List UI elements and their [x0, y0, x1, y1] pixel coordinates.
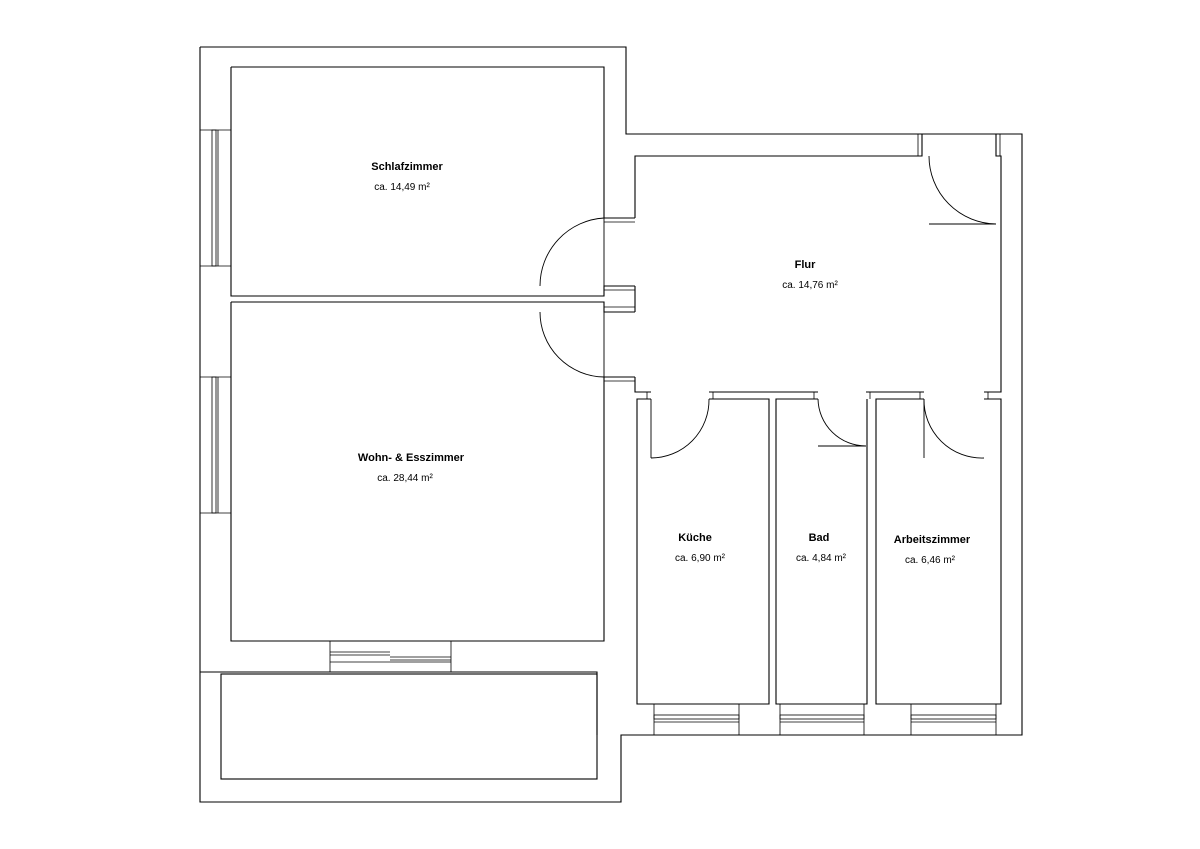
- label-wohnzimmer-name: Wohn- & Esszimmer: [358, 452, 465, 464]
- window-wohnzimmer: [200, 376, 231, 514]
- room-bad: [775, 398, 868, 705]
- label-arbeitszimmer-name: Arbeitszimmer: [894, 534, 971, 546]
- label-arbeitszimmer-area: ca. 6,46 m²: [905, 555, 956, 566]
- room-kueche: [636, 398, 770, 705]
- door-schlafzimmer: [539, 217, 605, 287]
- outer-walls: [199, 46, 1023, 803]
- label-schlafzimmer-name: Schlafzimmer: [371, 161, 443, 173]
- door-wohnzimmer: [539, 311, 605, 378]
- door-bad: [817, 398, 867, 447]
- door-arbeitszimmer: [923, 398, 985, 459]
- window-arbeitszimmer: [910, 704, 997, 735]
- balcony-door: [329, 641, 452, 672]
- label-bad-area: ca. 4,84 m²: [796, 553, 847, 564]
- room-wohnzimmer: [230, 301, 635, 642]
- room-schlafzimmer: [230, 66, 635, 297]
- balcony: [200, 671, 598, 780]
- room-flur: [634, 134, 1002, 393]
- label-kueche-area: ca. 6,90 m²: [675, 553, 726, 564]
- label-flur-area: ca. 14,76 m²: [782, 280, 838, 291]
- label-flur-name: Flur: [795, 259, 816, 271]
- window-kueche: [653, 704, 740, 735]
- door-entrance: [928, 155, 997, 225]
- label-wohnzimmer-area: ca. 28,44 m²: [377, 473, 433, 484]
- window-schlafzimmer: [200, 129, 231, 267]
- room-arbeitszimmer: [875, 398, 1002, 705]
- label-kueche-name: Küche: [678, 532, 712, 544]
- label-bad-name: Bad: [809, 532, 830, 544]
- window-bad: [779, 704, 865, 735]
- door-kueche: [650, 398, 710, 459]
- door-jambs: [604, 134, 1001, 399]
- label-schlafzimmer-area: ca. 14,49 m²: [374, 182, 430, 193]
